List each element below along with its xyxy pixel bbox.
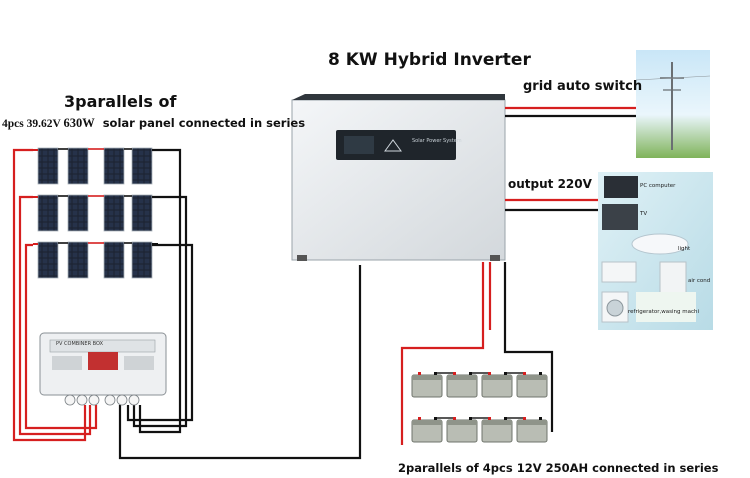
inverter-icon (291, 94, 506, 261)
diagram-title: 8 KW Hybrid Inverter (328, 50, 531, 70)
solar-panel-icon (131, 147, 153, 185)
appliance-label: air cond (688, 278, 710, 284)
battery-bank (411, 372, 548, 443)
array-subheading-post: solar panel connected in series (94, 116, 306, 130)
solar-panel-icon (37, 194, 59, 232)
battery-icon (516, 372, 548, 398)
array-heading: 3parallels of (64, 92, 177, 111)
appliances-icon (598, 172, 713, 330)
array-subheading-watt: 630W (63, 116, 95, 130)
battery-icon (481, 372, 513, 398)
solar-panel-icon (37, 241, 59, 279)
inverter-screen-text: Solar Power System (412, 138, 462, 144)
battery-icon (516, 417, 548, 443)
solar-panel-icon (103, 194, 125, 232)
output-label: output 220V (508, 177, 592, 191)
appliance-label: PC computer (640, 183, 676, 189)
solar-panel-icon (103, 241, 125, 279)
solar-panel-icon (131, 241, 153, 279)
battery-icon (481, 417, 513, 443)
battery-icon (446, 417, 478, 443)
array-subheading: 4pcs 39.62V 630W solar panel connected i… (2, 116, 305, 131)
power-pole-icon (635, 50, 711, 158)
combiner-box-icon (39, 332, 167, 406)
battery-icon (411, 417, 443, 443)
solar-array (33, 147, 158, 279)
pv-wiring (12, 148, 362, 460)
appliance-label: refrigerator,wasing machi (628, 309, 700, 315)
solar-panel-icon (37, 147, 59, 185)
solar-panel-icon (67, 194, 89, 232)
appliance-label: light (678, 246, 691, 252)
grid-label: grid auto switch (523, 79, 643, 94)
solar-panel-icon (67, 147, 89, 185)
ac-wiring (505, 106, 636, 212)
battery-wiring (400, 262, 554, 445)
appliance-label: TV (639, 211, 647, 217)
battery-icon (446, 372, 478, 398)
solar-panel-icon (103, 147, 125, 185)
combiner-text: PV COMBINER BOX (56, 341, 104, 347)
solar-panel-icon (131, 194, 153, 232)
solar-panel-icon (67, 241, 89, 279)
battery-label: 2parallels of 4pcs 12V 250AH connected i… (398, 461, 719, 475)
battery-icon (411, 372, 443, 398)
array-subheading-pre: 4pcs 39.62V (2, 118, 64, 130)
